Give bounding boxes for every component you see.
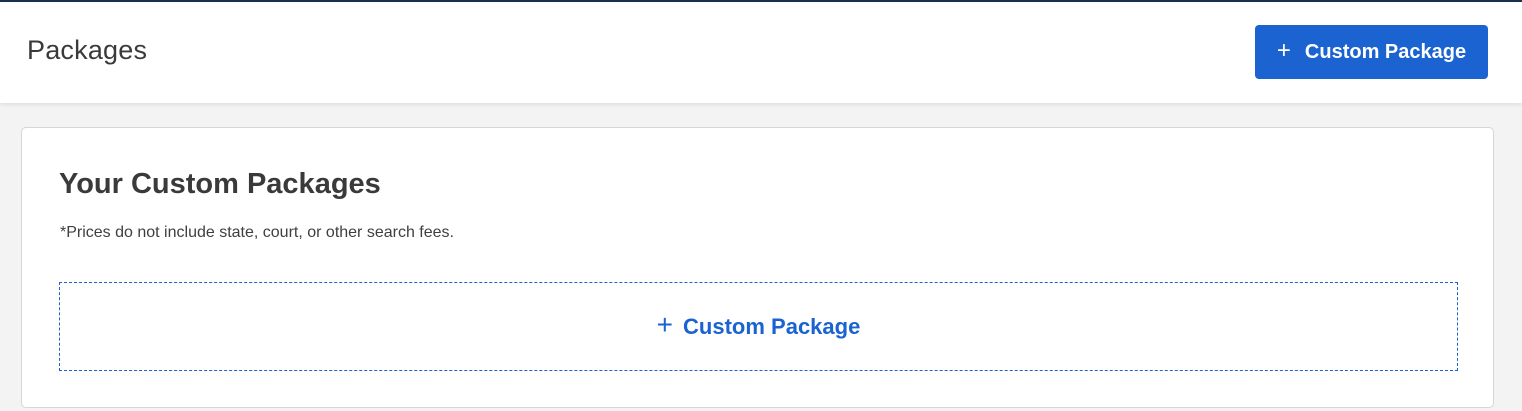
add-custom-package-button-label: Custom Package — [1304, 40, 1467, 63]
plus-icon: + — [1276, 36, 1291, 64]
price-disclaimer: *Prices do not include state, court, or … — [60, 224, 454, 241]
add-custom-package-link-label: Custom Package — [683, 313, 861, 339]
custom-packages-card: Your Custom Packages *Prices do not incl… — [21, 127, 1494, 408]
plus-icon: + — [656, 308, 674, 340]
add-custom-package-button[interactable]: + Custom Package — [1255, 25, 1488, 79]
page-title: Packages — [27, 35, 148, 65]
section-title: Your Custom Packages — [59, 168, 381, 200]
page-header: Packages + Custom Package — [0, 2, 1522, 103]
top-accent-line — [0, 0, 1522, 2]
add-custom-package-dropzone[interactable]: + Custom Package — [59, 282, 1458, 371]
